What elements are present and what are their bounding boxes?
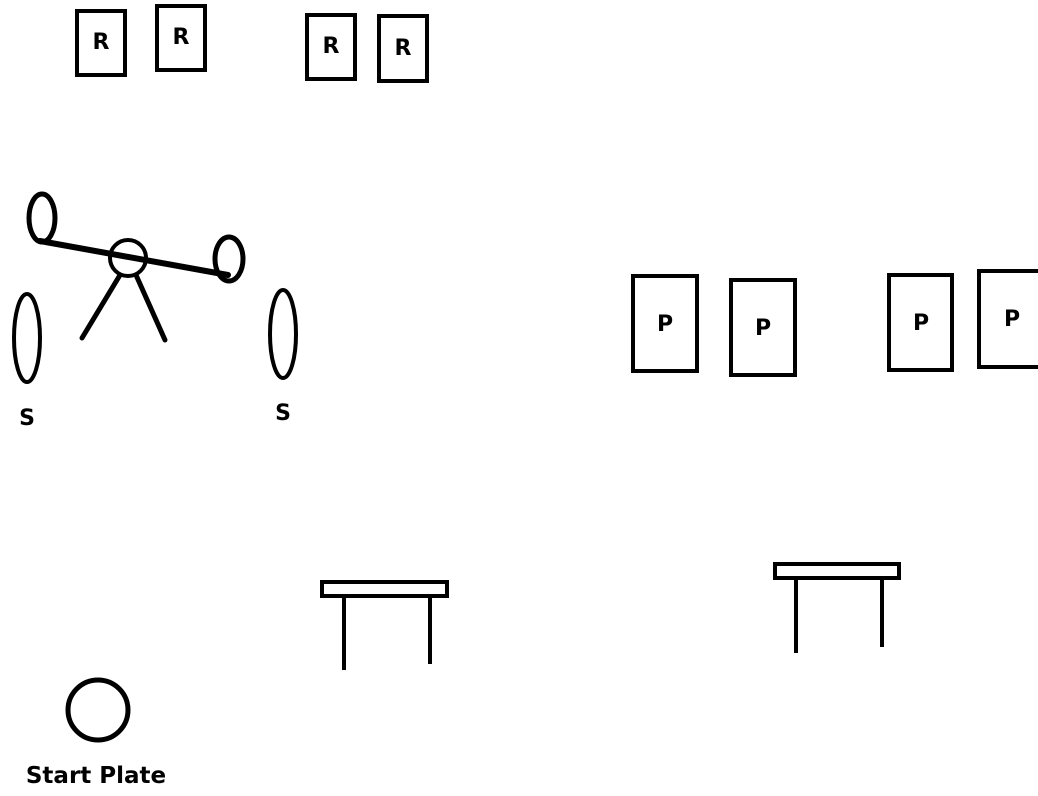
swinger-target	[29, 194, 243, 340]
target-p-label: P	[755, 316, 771, 341]
steel-label: S	[19, 406, 35, 431]
steel-target-2: S	[270, 290, 296, 426]
target-r-1: R	[77, 11, 125, 75]
target-r-4: R	[379, 16, 427, 81]
target-p-label: P	[657, 312, 673, 337]
target-r-label: R	[395, 36, 412, 61]
target-r-label: R	[93, 30, 110, 55]
target-p-2: P	[731, 280, 795, 375]
start-plate-label: Start Plate	[26, 763, 166, 789]
target-r-2: R	[157, 6, 205, 70]
steel-target-1: S	[14, 294, 40, 431]
start-plate: Start Plate	[26, 680, 166, 789]
target-r-label: R	[323, 34, 340, 59]
target-p-1: P	[633, 276, 697, 371]
target-p-3: P	[889, 275, 952, 370]
target-p-4: P	[979, 271, 1038, 367]
table-1	[322, 582, 447, 670]
steel-label: S	[275, 401, 291, 426]
target-r-3: R	[307, 15, 355, 79]
target-p-label: P	[913, 311, 929, 336]
target-p-label: P	[1004, 307, 1020, 332]
table-2	[775, 564, 899, 653]
target-r-label: R	[173, 25, 190, 50]
